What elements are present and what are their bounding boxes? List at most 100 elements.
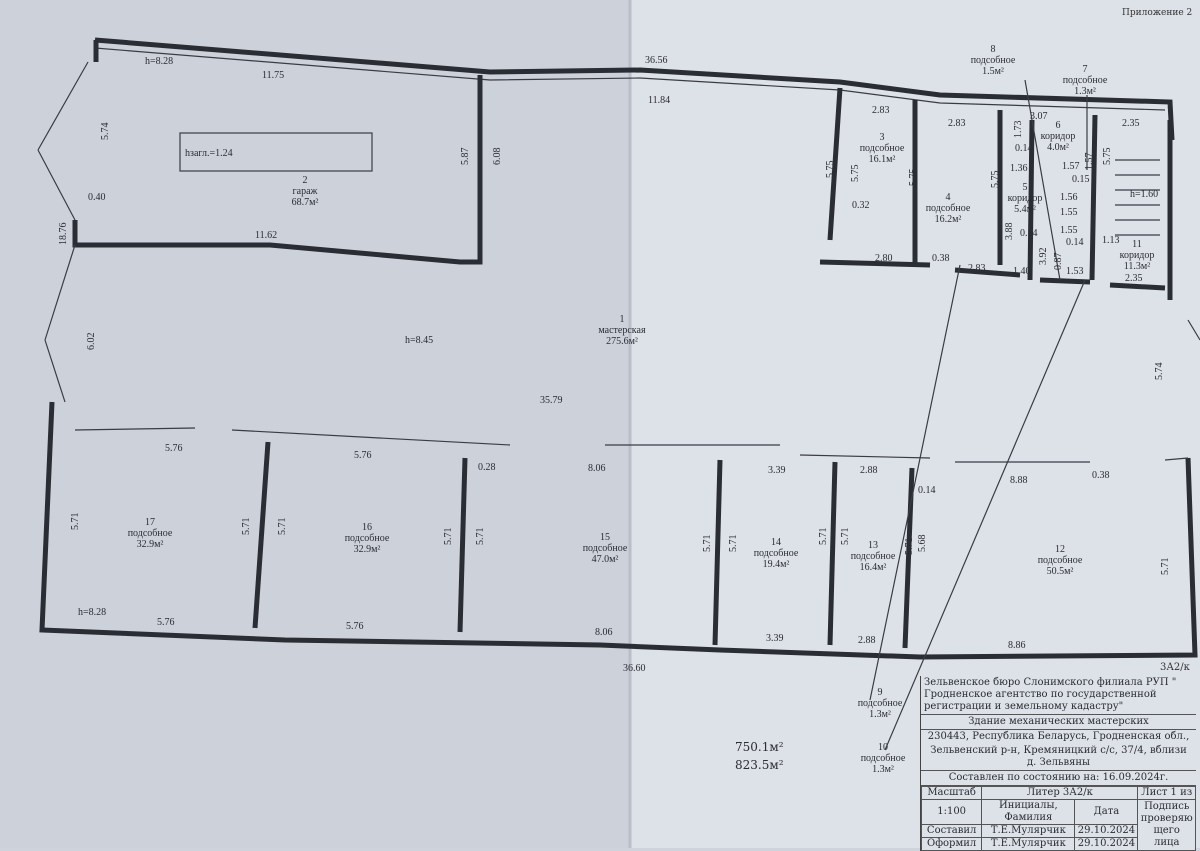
walls	[37, 37, 1200, 751]
room-name: подсобное	[851, 551, 896, 562]
dimension-label: 0.38	[932, 253, 950, 264]
room-area: 16.1м²	[869, 154, 896, 165]
dimension-label: 5.75	[990, 171, 1001, 189]
dimension-label: 11.84	[648, 95, 670, 106]
room-name: подсобное	[926, 203, 971, 214]
room-name: коридор	[1041, 131, 1076, 142]
dimension-label: 5.76	[165, 443, 183, 454]
room-name: подсобное	[345, 533, 390, 544]
dimension-label: 3.39	[768, 465, 786, 476]
scale-label: Масштаб	[920, 786, 983, 800]
dimension-label: 1.55	[1060, 225, 1078, 236]
room-name: коридор	[1008, 193, 1043, 204]
room-name: подсобное	[861, 753, 906, 764]
dimension-label: 2.83	[968, 263, 986, 274]
dimension-label: 5.76	[157, 617, 175, 628]
room-num: 13	[868, 540, 878, 551]
signature-table: Масштаб Литер 3А2/к Лист 1 из 1:100 Иниц…	[920, 786, 1196, 851]
dimension-label: 0.32	[852, 200, 870, 211]
dimension-label: 0.14	[1066, 237, 1084, 248]
room-num: 9	[878, 687, 883, 698]
dimension-label: 5.75	[908, 169, 919, 187]
dimension-label: hзагл.=1.24	[185, 148, 233, 159]
room-name: подсобное	[128, 528, 173, 539]
dimension-label: 0.15	[1072, 174, 1090, 185]
dimension-label: 5.71	[818, 528, 829, 546]
dimension-label: 3.92	[1038, 248, 1049, 266]
room-area: 32.9м²	[354, 544, 381, 555]
room-num: 1	[620, 314, 625, 325]
dimension-label: 3.07	[1030, 111, 1048, 122]
dimension-label: 2.88	[860, 465, 878, 476]
state-date: Составлен по состоянию на: 16.09.2024г.	[921, 771, 1196, 786]
dimension-label: 5.71	[241, 518, 252, 536]
dimension-label: 5.74	[100, 123, 111, 141]
role: Оформил	[920, 837, 983, 851]
dimension-label: 5.71	[702, 535, 713, 553]
dimension-label: 1.40	[1013, 266, 1031, 277]
dimension-label: 5.71	[1160, 558, 1171, 576]
dimension-label: 2.83	[948, 118, 966, 129]
room-name: мастерская	[598, 325, 646, 336]
sheet-code: 3А2/к	[1160, 662, 1190, 673]
room-name: гараж	[293, 186, 318, 197]
room-num: 6	[1056, 120, 1061, 131]
sign-date: 29.10.2024	[1074, 824, 1139, 838]
dimension-label: 0.14	[1015, 143, 1033, 154]
dimension-label: 1.57	[1084, 153, 1095, 171]
dimension-label: 5.76	[354, 450, 372, 461]
room-name: коридор	[1120, 250, 1155, 261]
organization: Зельвенское бюро Слонимского филиала РУП…	[921, 676, 1196, 715]
dimension-label: 11.75	[262, 70, 284, 81]
room-area: 16.4м²	[860, 562, 887, 573]
room-name: подсобное	[583, 543, 628, 554]
person-name: Т.Е.Мулярчик	[981, 824, 1076, 838]
dimension-label: 11.62	[255, 230, 277, 241]
room-area: 68.7м²	[292, 197, 319, 208]
room-area: 47.0м²	[592, 554, 619, 565]
dimension-label: 1.73	[1013, 121, 1024, 139]
total-area-1: 750.1м²	[735, 740, 784, 754]
room-num: 11	[1132, 239, 1142, 250]
liter: Литер 3А2/к	[981, 786, 1139, 800]
dimension-label: 0.14	[918, 485, 936, 496]
sheet: Лист 1 из	[1137, 786, 1196, 800]
room-area: 1.3м²	[872, 764, 894, 775]
dimension-label: h=8.45	[405, 335, 433, 346]
dimension-label: 8.86	[1008, 640, 1026, 651]
dimension-label: 5.75	[825, 161, 836, 179]
room-area: 11.3м²	[1124, 261, 1150, 272]
title-block: Зельвенское бюро Слонимского филиала РУП…	[920, 676, 1196, 851]
dimension-label: 0.87	[1053, 253, 1064, 271]
room-area: 1.5м²	[982, 66, 1004, 77]
dimension-label: 5.71	[840, 528, 851, 546]
dimension-label: 1.13	[1102, 235, 1120, 246]
room-num: 4	[946, 192, 951, 203]
sign-date: 29.10.2024	[1074, 837, 1139, 851]
scale-value: 1:100	[920, 799, 983, 825]
room-num: 15	[600, 532, 610, 543]
dimension-label: 18.76	[58, 223, 69, 246]
dimension-label: 3.39	[766, 633, 784, 644]
room-area: 32.9м²	[137, 539, 164, 550]
room-area: 275.6м²	[606, 336, 638, 347]
dimension-label: 2.35	[1122, 118, 1140, 129]
dimension-label: 5.71	[904, 538, 915, 556]
room-area: 4.0м²	[1047, 142, 1069, 153]
room-area: 1.3м²	[869, 709, 891, 720]
